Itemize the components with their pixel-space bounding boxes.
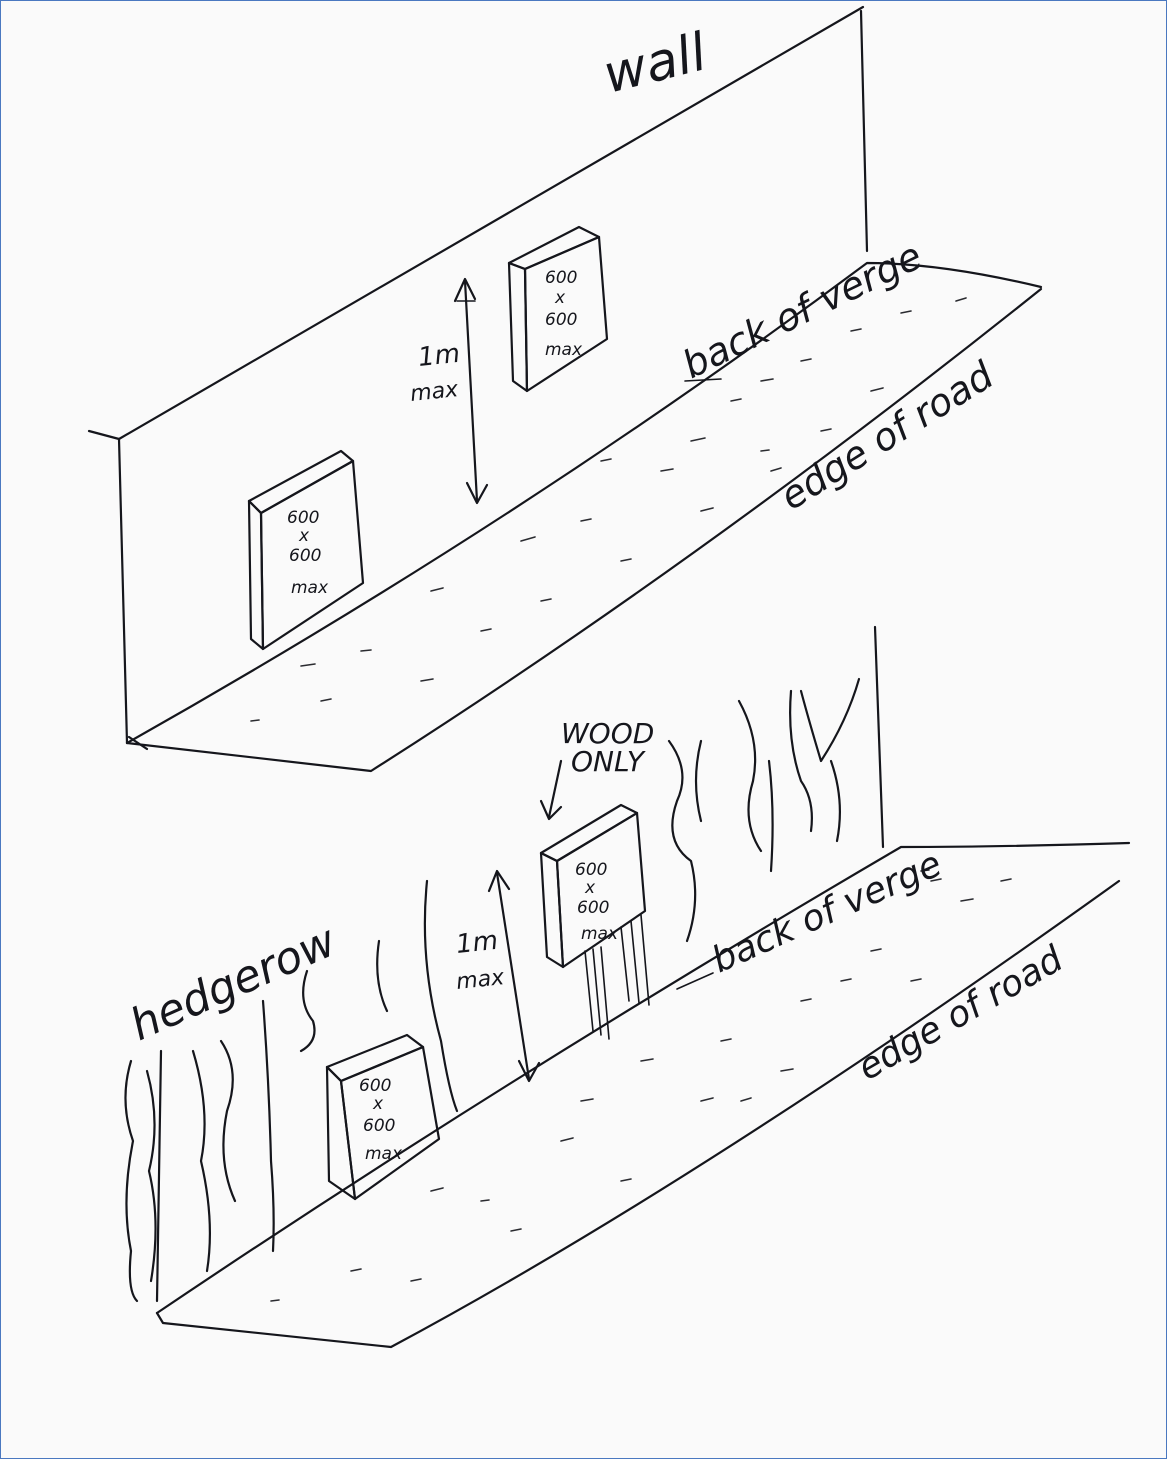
back-of-verge-pointer-bottom [676,972,714,990]
back-of-verge-label-top: back of verge [676,234,929,388]
sign-top-right: 600 x 600 max [507,225,609,393]
sign-bottom-left-line-3: 600 [363,1116,395,1136]
sign-top-left-line-2: x [298,526,310,546]
sign-bottom-left-line-4: max [365,1144,403,1164]
wall-top-edge [87,5,865,441]
sign-bottom-right-line-3: 600 [577,898,609,918]
verge-speckle-top [250,297,967,722]
back-of-verge-line-bottom [155,841,1131,1315]
back-of-verge-line-top [125,261,1043,745]
sign-top-left-line-4: max [291,578,329,598]
edge-of-road-label-top: edge of road [772,353,1001,519]
back-of-verge-label-bottom: back of verge [706,844,948,982]
wood-only-arrowhead [539,799,563,821]
sign-bottom-right-line-1: 600 [575,860,607,880]
wall-label: wall [598,22,713,105]
height-label-bottom-2: max [455,965,506,995]
sign-bottom-right-line-2: x [584,878,596,898]
edge-of-road-line-top [125,287,1043,773]
height-label-top-2: max [409,377,460,407]
wall-sketch: 600 x 600 max 600 x 600 max 1m max wall … [87,5,1043,773]
edge-of-road-label-bottom: edge of road [851,938,1071,1089]
height-label-bottom-1: 1m [455,926,500,960]
sign-top-right-line-2: x [554,288,566,308]
sign-top-right-line-4: max [545,340,583,360]
height-arrow-bottom [487,869,541,1083]
hedgerow-strokes [124,677,861,1303]
sign-bottom-left: 600 x 600 max [325,1033,441,1201]
sign-bottom-left-line-2: x [372,1094,384,1114]
height-arrow-top [453,277,489,505]
sign-top-right-line-1: 600 [545,268,577,288]
sign-top-left: 600 x 600 max [247,449,365,651]
sign-top-left-line-3: 600 [289,546,321,566]
sign-bottom-right-line-4: max [581,924,619,944]
wood-only-label-1: WOOD [561,717,654,750]
hedgerow-sketch: 600 x 600 max 600 x 600 max [123,625,1131,1349]
hedge-left-boundary [155,1049,163,1303]
sign-bottom-left-line-1: 600 [359,1076,391,1096]
wall-right-edge [859,9,869,253]
edge-of-road-line-bottom [155,879,1121,1349]
back-of-verge-pointer-top [684,378,722,382]
sign-top-right-line-3: 600 [545,310,577,330]
sign-bottom-right: 600 x 600 max [539,803,650,1040]
hedgerow-label: hedgerow [123,915,345,1051]
wood-only-arrow [547,759,563,819]
verge-speckle-bottom [270,869,1012,1302]
wall-left-edge [117,437,129,745]
hedge-right-boundary [873,625,885,849]
sign-top-left-line-1: 600 [287,508,319,528]
wood-only-label-2: ONLY [571,745,646,778]
height-label-top-1: 1m [417,339,462,373]
wall-corner-tick [127,735,149,751]
sign-posts [584,914,650,1040]
